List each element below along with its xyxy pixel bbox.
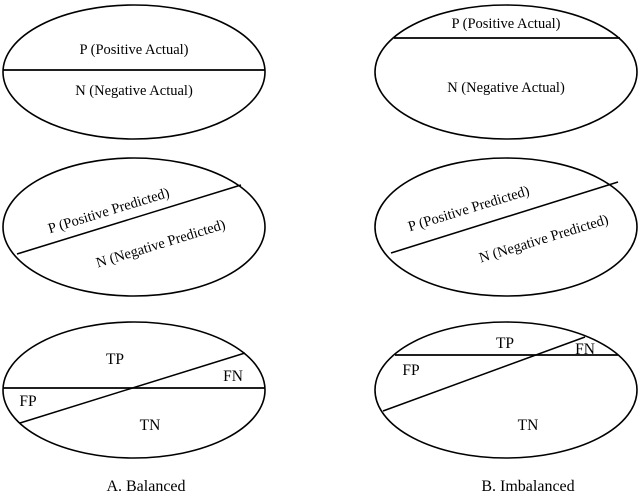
label-b-fn: FN	[575, 341, 595, 358]
label-a-fp: FP	[19, 393, 36, 410]
divider-a-predicted	[16, 184, 242, 255]
label-b-actual-negative: N (Negative Actual)	[447, 80, 565, 96]
label-a-actual-negative: N (Negative Actual)	[75, 83, 193, 99]
panel-a-predicted: P (Positive Predicted) N (Negative Predi…	[2, 157, 266, 297]
ellipse-b-predicted	[374, 157, 638, 297]
ellipse-a-actual	[2, 4, 266, 140]
ellipse-a-confusion	[2, 321, 266, 459]
label-b-tn: TN	[518, 417, 539, 434]
caption-right: B. Imbalanced	[481, 478, 574, 495]
label-a-fn: FN	[223, 368, 243, 385]
label-b-fp: FP	[402, 362, 419, 379]
panel-a-actual: P (Positive Actual) N (Negative Actual)	[2, 4, 266, 140]
panel-b-predicted: P (Positive Predicted) N (Negative Predi…	[374, 157, 638, 297]
label-b-actual-positive: P (Positive Actual)	[451, 16, 560, 32]
label-a-actual-positive: P (Positive Actual)	[79, 42, 188, 58]
label-a-tn: TN	[140, 417, 161, 434]
panel-a-confusion: TP FN FP TN	[2, 321, 266, 459]
ellipse-a-predicted	[2, 157, 266, 297]
divider-b-predicted	[390, 181, 619, 254]
panel-b-actual: P (Positive Actual) N (Negative Actual)	[374, 4, 638, 140]
label-a-tp: TP	[106, 351, 124, 368]
panel-b-confusion: TP FN FP TN	[374, 321, 638, 459]
ellipse-b-confusion	[374, 321, 638, 459]
divider-a-confusion-diagonal	[19, 352, 246, 424]
caption-left: A. Balanced	[106, 478, 185, 495]
divider-b-confusion-diagonal	[382, 336, 586, 412]
label-b-tp: TP	[496, 335, 514, 352]
